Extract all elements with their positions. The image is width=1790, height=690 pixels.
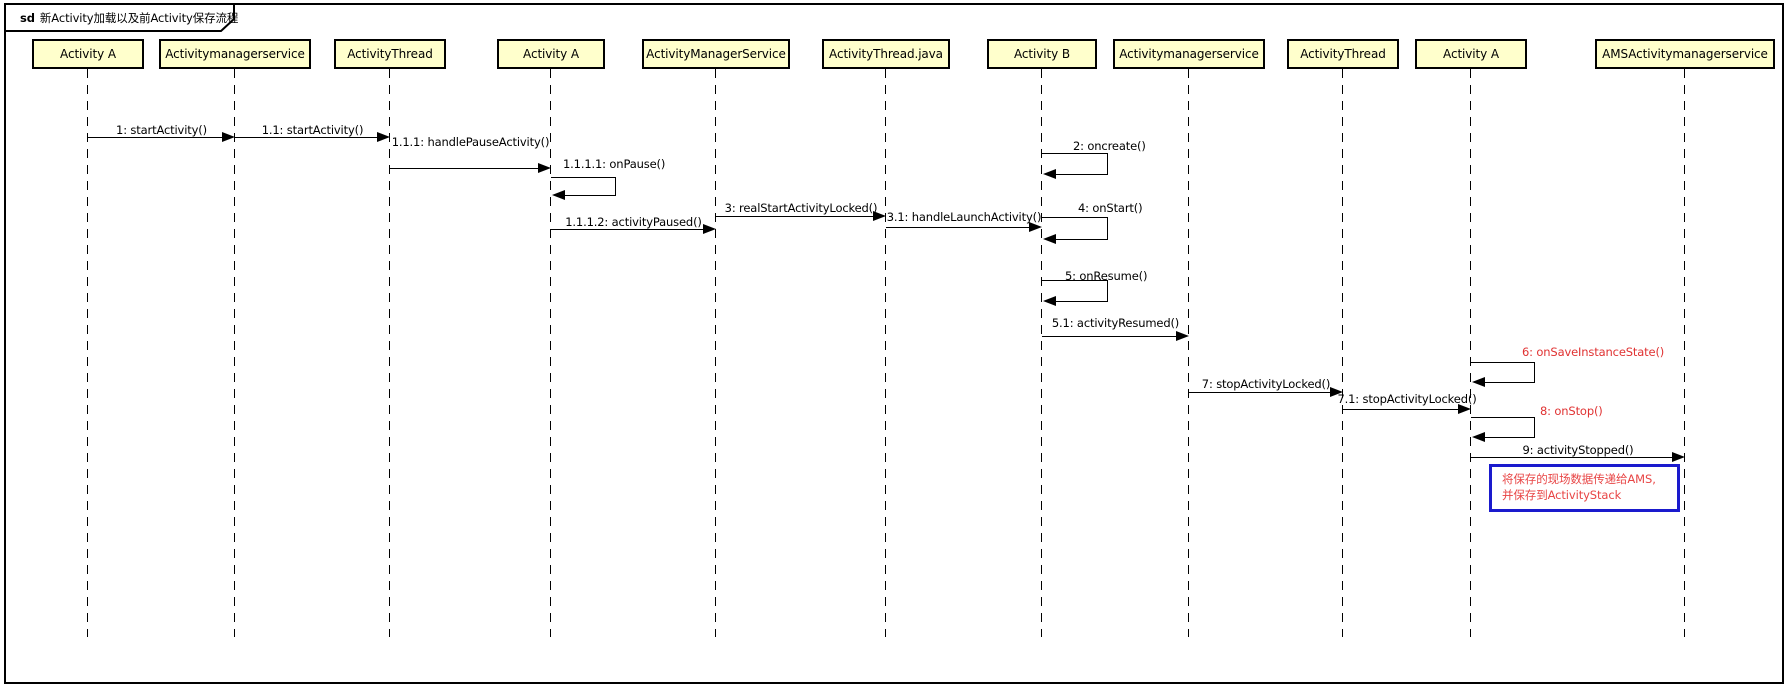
message-arrowhead-icon [377,132,390,142]
message-line-2 [390,168,548,169]
message-label-6: 5.1: activityResumed() [1051,316,1180,330]
lifeline-header-1: Activitymanagerservice [159,39,311,69]
message-arrowhead-icon [222,132,235,142]
message-arrowhead-icon [1029,222,1042,232]
self-message-label-5: 8: onStop() [1540,404,1603,418]
self-message-bottom-line [563,195,616,196]
title-tab [4,3,235,32]
self-message-label-3: 5: onResume() [1065,269,1148,283]
diagram-frame [4,3,1784,684]
lifeline-header-4: ActivityManagerService [642,39,790,69]
self-message-arrowhead-icon [1043,169,1056,179]
self-message-top-line [551,177,615,178]
message-line-1 [235,137,387,138]
self-message-arrowhead-icon [552,190,565,200]
lifeline-header-2: ActivityThread [334,39,446,69]
self-message-bottom-line [1054,174,1108,175]
message-line-6 [1042,336,1186,337]
lifeline-10 [1684,69,1686,637]
self-message-right-line [1107,153,1108,174]
message-line-3 [551,229,713,230]
self-message-bottom-line [1483,437,1535,438]
self-message-arrowhead-icon [1043,234,1056,244]
lifeline-header-10: AMSActivitymanagerservice [1595,39,1775,69]
self-message-right-line [615,177,616,195]
self-message-bottom-line [1054,301,1108,302]
note-line-1: 将保存的现场数据传递给AMS, [1502,472,1656,486]
lifeline-3 [550,69,552,637]
lifeline-header-6: Activity B [987,39,1097,69]
self-message-right-line [1107,217,1108,239]
lifeline-1 [234,69,236,637]
self-message-right-line [1534,417,1535,437]
self-message-top-line [1471,417,1534,418]
lifeline-6 [1041,69,1043,637]
message-line-8 [1343,409,1468,410]
self-message-arrowhead-icon [1472,432,1485,442]
note-line-2: 并保存到ActivityStack [1502,488,1622,502]
message-line-5 [886,227,1039,228]
lifeline-header-8: ActivityThread [1287,39,1399,69]
title-text: 新Activity加载以及前Activity保存流程 [39,11,239,25]
self-message-arrowhead-icon [1472,377,1485,387]
self-message-top-line [1471,362,1534,363]
self-message-right-line [1107,280,1108,301]
lifeline-header-5: ActivityThread.java [822,39,950,69]
message-label-8: 7.1: stopActivityLocked() [1337,392,1477,406]
sd-keyword: sd [20,11,35,25]
message-label-2: 1.1.1: handlePauseActivity() [391,135,550,149]
self-message-bottom-line [1054,239,1108,240]
lifeline-8 [1342,69,1344,637]
lifeline-9 [1470,69,1472,637]
lifeline-4 [715,69,717,637]
message-arrowhead-icon [1458,404,1471,414]
message-line-4 [716,216,883,217]
message-line-7 [1189,392,1340,393]
message-label-0: 1: startActivity() [116,123,207,137]
message-arrowhead-icon [1672,452,1685,462]
message-label-9: 9: activityStopped() [1522,443,1634,457]
self-message-arrowhead-icon [1043,296,1056,306]
self-message-top-line [1042,280,1107,281]
message-label-4: 3: realStartActivityLocked() [724,201,878,215]
self-message-label-0: 1.1.1.1: onPause() [563,157,666,171]
message-arrowhead-icon [703,224,716,234]
message-line-9 [1471,457,1682,458]
message-label-7: 7: stopActivityLocked() [1201,377,1331,391]
message-label-3: 1.1.1.2: activityPaused() [565,215,702,229]
lifeline-0 [87,69,89,637]
self-message-top-line [1042,217,1107,218]
self-message-label-4: 6: onSaveInstanceState() [1522,345,1665,359]
self-message-right-line [1534,362,1535,382]
message-label-5: 3.1: handleLaunchActivity() [886,210,1042,224]
message-arrowhead-icon [538,163,551,173]
self-message-bottom-line [1483,382,1535,383]
lifeline-header-0: Activity A [32,39,144,69]
lifeline-7 [1188,69,1190,637]
note-save-to-ams: 将保存的现场数据传递给AMS, 并保存到ActivityStack [1489,464,1680,512]
message-arrowhead-icon [1176,331,1189,341]
self-message-top-line [1042,153,1107,154]
message-arrowhead-icon [873,211,886,221]
message-line-0 [88,137,232,138]
message-arrowhead-icon [1330,387,1343,397]
lifeline-header-3: Activity A [497,39,605,69]
lifeline-header-7: Activitymanagerservice [1113,39,1265,69]
self-message-label-2: 4: onStart() [1078,201,1143,215]
self-message-label-1: 2: oncreate() [1073,139,1146,153]
message-label-1: 1.1: startActivity() [261,123,364,137]
lifeline-2 [389,69,391,637]
lifeline-5 [885,69,887,637]
diagram-title: sd 新Activity加载以及前Activity保存流程 [20,10,238,26]
lifeline-header-9: Activity A [1415,39,1527,69]
